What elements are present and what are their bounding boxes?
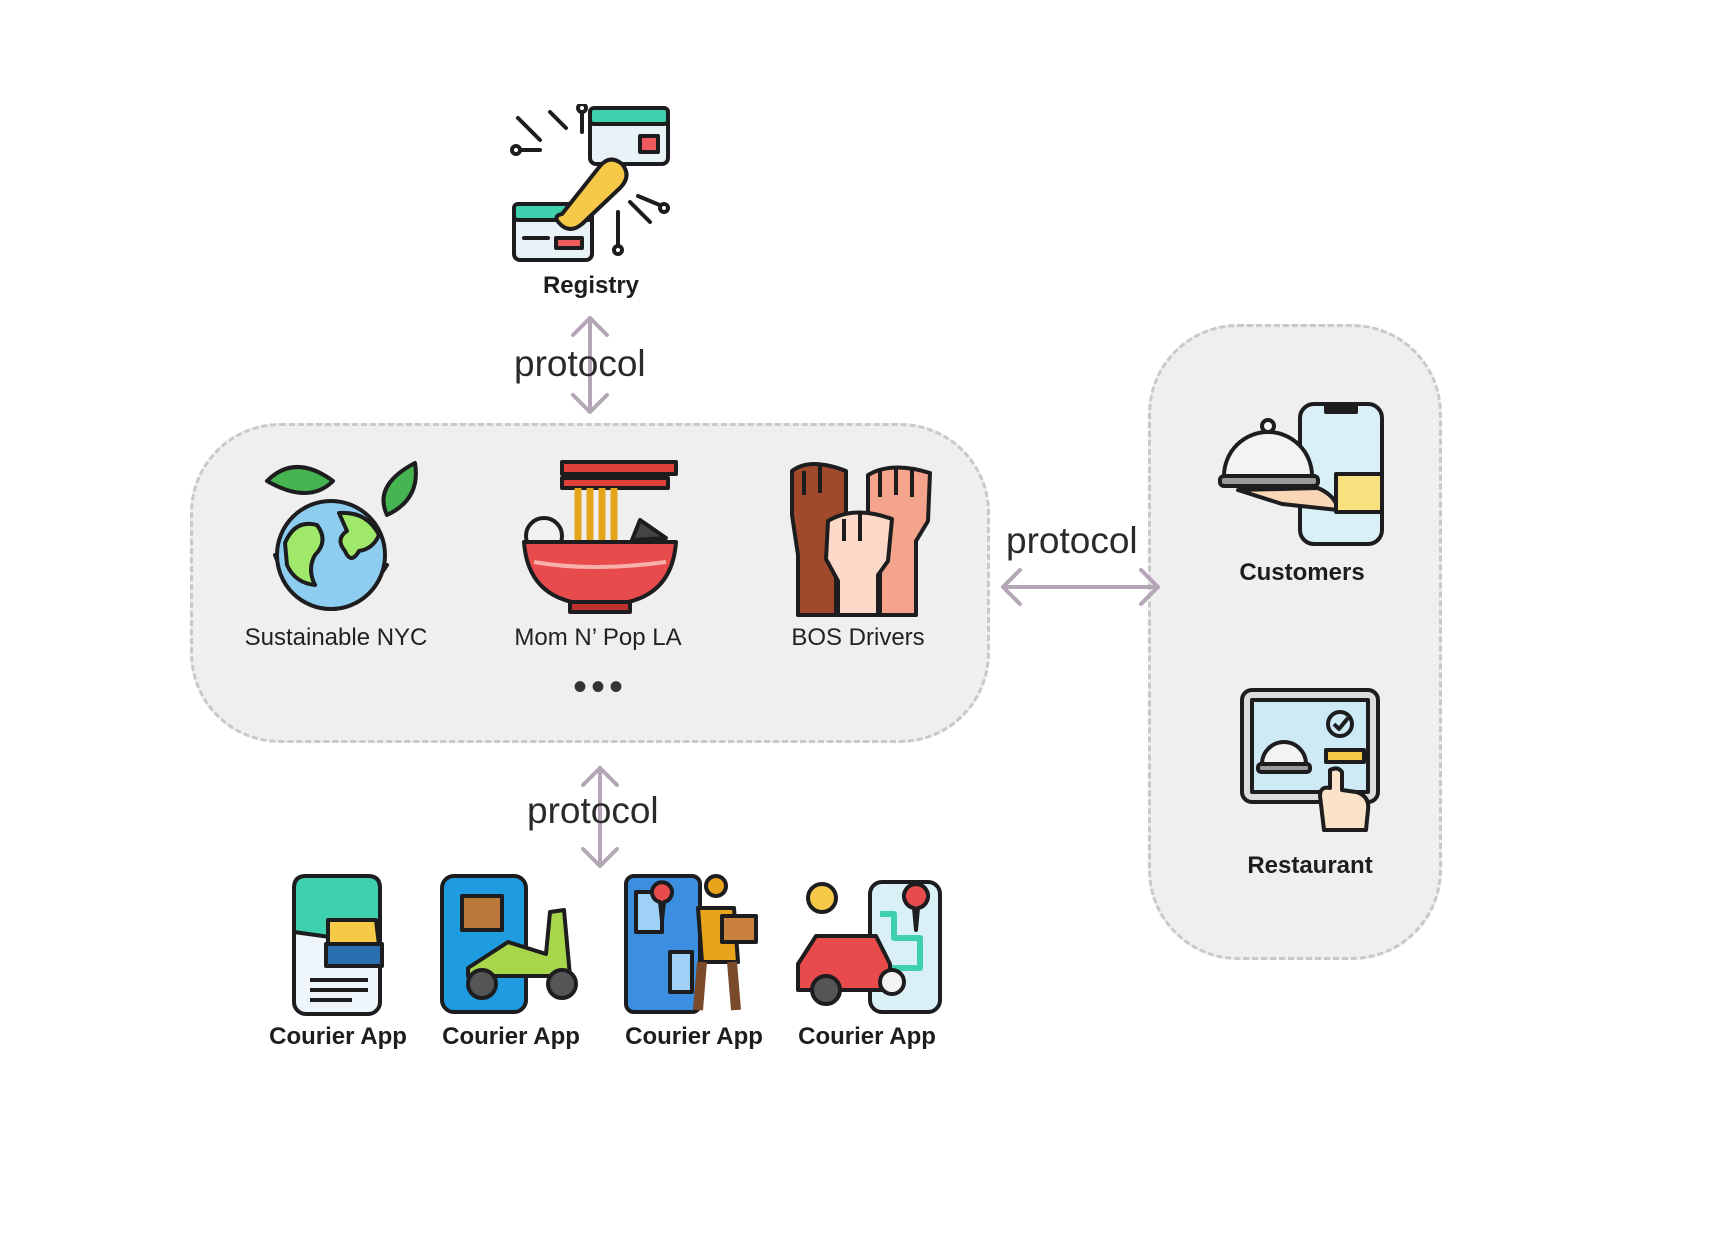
protocol-label-top: protocol: [514, 343, 646, 384]
scooter-phone-icon: [440, 874, 578, 1014]
organization-label-mom-n-pop-la: Mom N’ Pop LA: [514, 624, 682, 651]
organization-label-sustainable-nyc: Sustainable NYC: [244, 624, 428, 651]
registry-label: Registry: [542, 272, 640, 299]
arrow-registry-orgs: [571, 316, 609, 414]
registry-icon: [510, 104, 670, 262]
endpoints-group: [1148, 324, 1442, 960]
food-delivery-phone-icon: [1218, 402, 1384, 546]
courier-app-label-4: Courier App: [798, 1023, 936, 1050]
car-map-phone-icon: [796, 880, 942, 1014]
noodle-bowl-icon: [522, 460, 678, 614]
courier-app-label-1: Courier App: [269, 1023, 407, 1050]
endpoint-label-restaurant: Restaurant: [1247, 852, 1373, 879]
taxi-phone-icon: [292, 874, 384, 1016]
globe-leaves-icon: [265, 461, 418, 611]
courier-app-label-2: Courier App: [442, 1023, 580, 1050]
protocol-label-right: protocol: [1006, 520, 1138, 561]
protocol-label-bottom: protocol: [527, 790, 659, 831]
organization-label-bos-drivers: BOS Drivers: [791, 624, 925, 651]
map-courier-icon: [624, 874, 758, 1014]
arrow-orgs-endpoints: [1001, 568, 1160, 606]
endpoint-label-customers: Customers: [1239, 559, 1365, 586]
raised-fists-icon: [790, 462, 932, 617]
more-organizations-ellipsis: •••: [572, 665, 628, 709]
restaurant-tablet-icon: [1240, 688, 1380, 832]
arrow-orgs-couriers: [581, 766, 619, 868]
courier-app-label-3: Courier App: [625, 1023, 763, 1050]
